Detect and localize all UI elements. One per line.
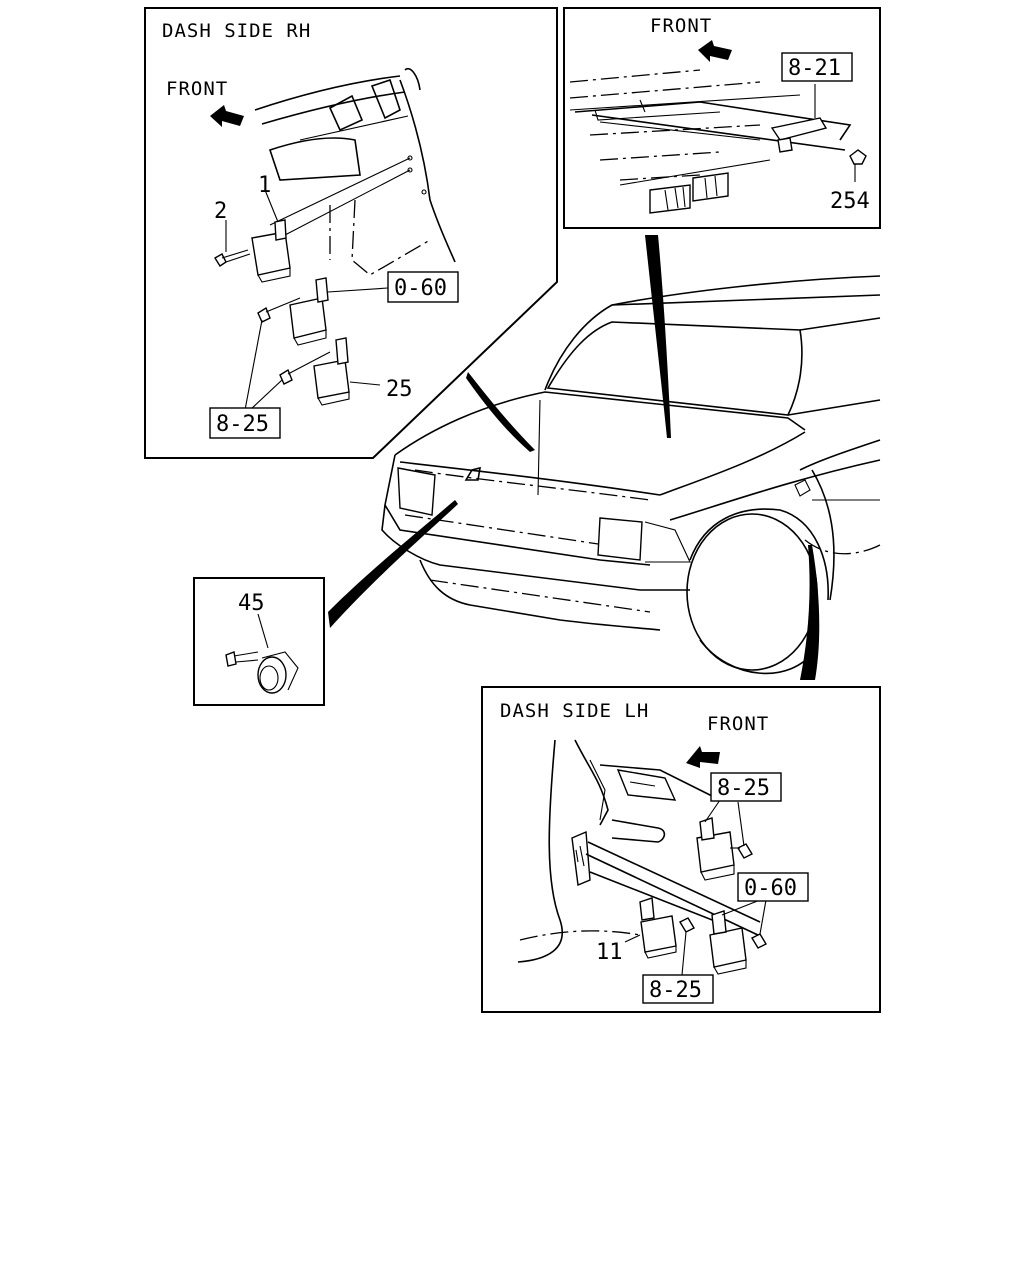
- panel-horn: 45: [193, 577, 325, 706]
- front-arrow-icon: [698, 40, 732, 62]
- panel-title: DASH SIDE LH: [500, 700, 649, 722]
- ref-label-8-25: 8-25: [717, 776, 770, 801]
- front-label: FRONT: [707, 713, 769, 735]
- part-number-2: 2: [214, 199, 227, 224]
- panel-title: DASH SIDE RH: [162, 20, 311, 42]
- leader-lines: [328, 235, 820, 680]
- panel-dash-side-lh: DASH SIDE LH FRONT: [481, 686, 881, 1013]
- vehicle-outline: [381, 275, 881, 675]
- ref-box: [781, 52, 853, 82]
- part-number-11: 11: [596, 940, 623, 965]
- ref-label-8-21: 8-21: [788, 56, 841, 81]
- ref-box: [387, 271, 459, 303]
- front-label: FRONT: [650, 15, 712, 37]
- part-number-25: 25: [386, 377, 413, 402]
- ref-label-0-60: 0-60: [394, 276, 447, 301]
- panel-front-top: FRONT 8-21 254: [563, 7, 881, 229]
- part-number-1: 1: [258, 173, 271, 198]
- ref-box: [209, 407, 281, 439]
- panel-dash-side-rh: DASH SIDE RH FRONT: [144, 7, 558, 459]
- part-number-254: 254: [830, 189, 870, 214]
- ref-box: [710, 772, 782, 802]
- ref-box: [737, 872, 809, 902]
- front-arrow-icon: [686, 746, 720, 768]
- ref-box: [642, 974, 714, 1004]
- ref-label-8-25: 8-25: [216, 412, 269, 437]
- ref-label-8-25: 8-25: [649, 978, 702, 1003]
- front-arrow-icon: [210, 105, 244, 127]
- ref-label-0-60: 0-60: [744, 876, 797, 901]
- part-number-45: 45: [238, 591, 265, 616]
- front-label: FRONT: [166, 78, 228, 100]
